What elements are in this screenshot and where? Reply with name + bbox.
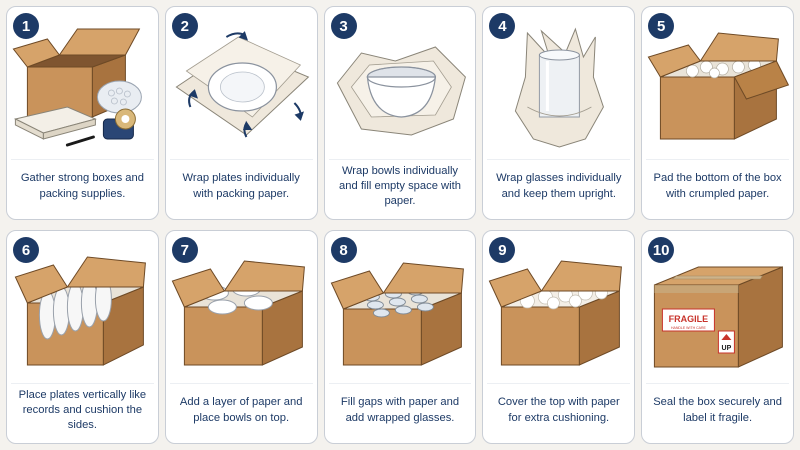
step-card-8: 8 Fill gaps with paper and add wrapped g… [323,230,477,444]
step-number-badge: 7 [171,237,198,263]
step-number-badge: 5 [648,13,675,39]
step-number-badge: 10 [648,237,675,263]
step-caption: Cover the top with paper for extra cushi… [487,383,631,437]
step-number-badge: 8 [330,237,357,263]
pad-box-illustration [647,32,790,140]
step-number-badge: 9 [489,237,516,263]
step-number-badge: 6 [13,237,39,263]
step-caption: Seal the box securely and label it fragi… [646,383,789,437]
arrow-icons [187,31,304,138]
step-caption: Wrap glasses individually and keep them … [487,159,631,213]
step-card-5: 5 Pad the bottom of the box with crumple… [641,6,794,220]
step-card-7: 7 Add a layer of paper and place bowls o… [164,230,318,444]
step-number-badge: 4 [489,13,516,39]
step-card-10: 10 FRAGILE HANDLE WITH CARE UP Seal the … [641,230,794,444]
wrap-bowl-illustration [336,46,466,136]
step-card-9: 9 Cover the top with paper for extra cus… [482,230,636,444]
step-card-3: 3 Wrap bowls individually and fill empty… [323,6,477,220]
wrap-plate-illustration [175,31,310,138]
plates-vertical-illustration [14,256,146,366]
step-number-badge: 1 [13,13,39,39]
sealed-box-illustration: FRAGILE HANDLE WITH CARE UP [654,266,784,368]
supplies-illustration [12,28,142,147]
step-number-badge: 3 [330,13,357,39]
step-card-6: 6 Place plates vertically like records a… [6,230,159,444]
step-caption: Pad the bottom of the box with crumpled … [646,159,789,213]
glasses-gaps-illustration [330,262,464,366]
step-caption: Add a layer of paper and place bowls on … [169,383,313,437]
step-caption: Wrap plates individually with packing pa… [169,159,313,213]
step-number-badge: 2 [171,13,198,39]
up-label: UP [722,345,732,352]
step-caption: Place plates vertically like records and… [11,383,154,437]
fragile-label: FRAGILE [669,314,709,324]
step-caption: Fill gaps with paper and add wrapped gla… [328,383,472,437]
arrow-up-icon [721,334,732,340]
instruction-grid: 1 Gather strong boxes and pa [6,6,794,444]
step-card-4: 4 Wrap glasses individually and keep the… [482,6,636,220]
step-card-1: 1 Gather strong boxes and pa [6,6,159,220]
step-card-2: 2 Wrap plates individually with packing … [164,6,318,220]
step-caption: Gather strong boxes and packing supplies… [11,159,154,213]
cover-top-illustration [489,260,623,366]
step-caption: Wrap bowls individually and fill empty s… [328,159,472,213]
handle-with-care-label: HANDLE WITH CARE [671,326,706,330]
wrap-glass-illustration [515,27,605,148]
bowls-layer-illustration [171,260,305,366]
